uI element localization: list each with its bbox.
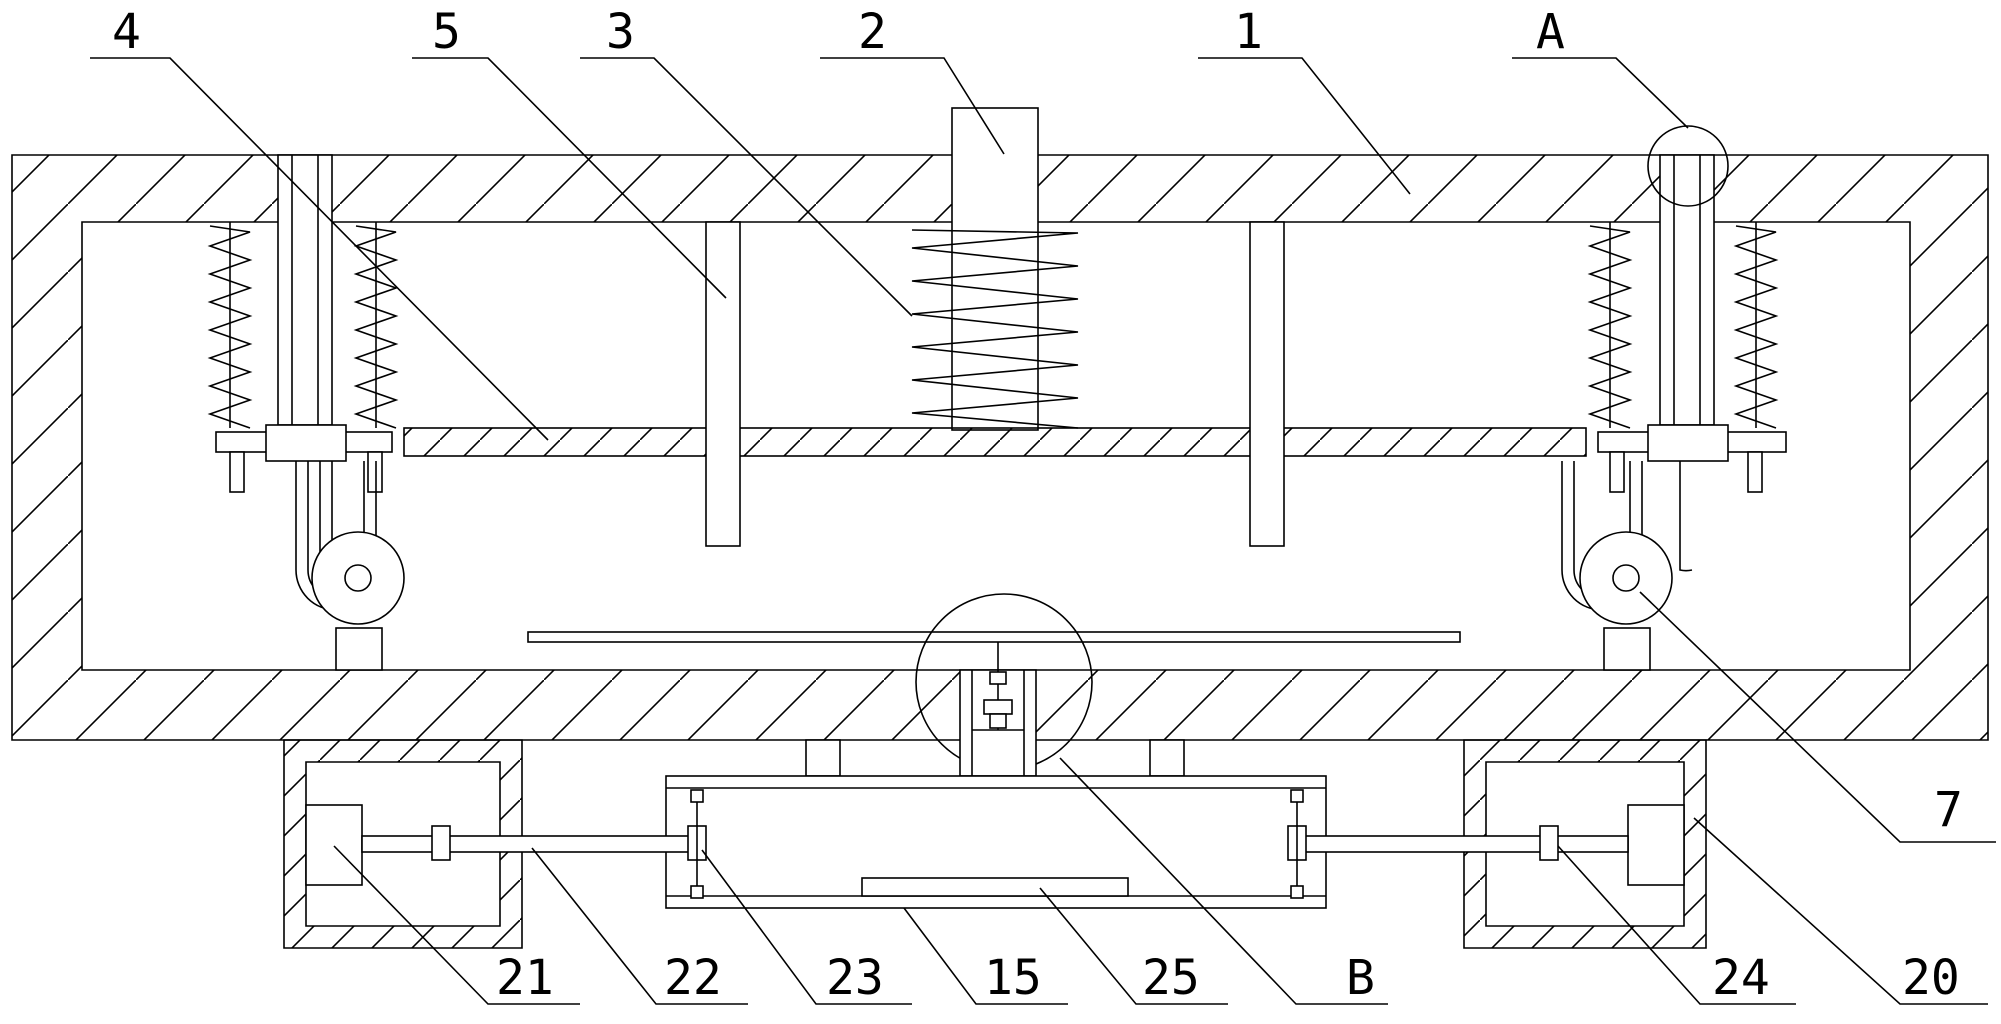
label-20: 20 <box>1902 950 1960 1006</box>
left-assembly <box>207 154 405 671</box>
center-spring <box>911 229 1079 429</box>
label-22: 22 <box>664 950 722 1006</box>
right-screw <box>1287 789 1629 899</box>
label-21: 21 <box>496 950 554 1006</box>
thin-plate <box>527 631 1461 643</box>
left-motor-box <box>283 739 523 949</box>
label-a: A <box>1536 4 1565 60</box>
left-screw <box>361 789 707 899</box>
label-b: B <box>1346 950 1375 1006</box>
housing <box>11 154 1989 741</box>
label-2: 2 <box>858 4 887 60</box>
labels: 4 5 3 2 1 A 7 20 24 B 25 15 23 22 21 <box>112 4 1963 1006</box>
guide-post-right <box>1249 221 1285 547</box>
label-7: 7 <box>1934 782 1963 838</box>
label-25: 25 <box>1142 950 1200 1006</box>
label-3: 3 <box>606 4 635 60</box>
leader-lines <box>90 57 1996 1005</box>
label-1: 1 <box>1234 4 1263 60</box>
label-15: 15 <box>984 950 1042 1006</box>
lower-frame <box>665 775 1327 909</box>
right-assembly <box>1561 154 1787 671</box>
label-24: 24 <box>1712 950 1770 1006</box>
label-5: 5 <box>432 4 461 60</box>
guide-post-left <box>705 221 741 547</box>
detail-circle-a <box>1647 125 1729 207</box>
label-23: 23 <box>826 950 884 1006</box>
bottom-supports <box>805 739 1185 777</box>
label-4: 4 <box>112 4 141 60</box>
center-mechanism <box>959 642 1037 777</box>
right-motor-box <box>1463 739 1707 949</box>
pressing-plate <box>403 427 1587 457</box>
center-rod <box>951 107 1039 431</box>
